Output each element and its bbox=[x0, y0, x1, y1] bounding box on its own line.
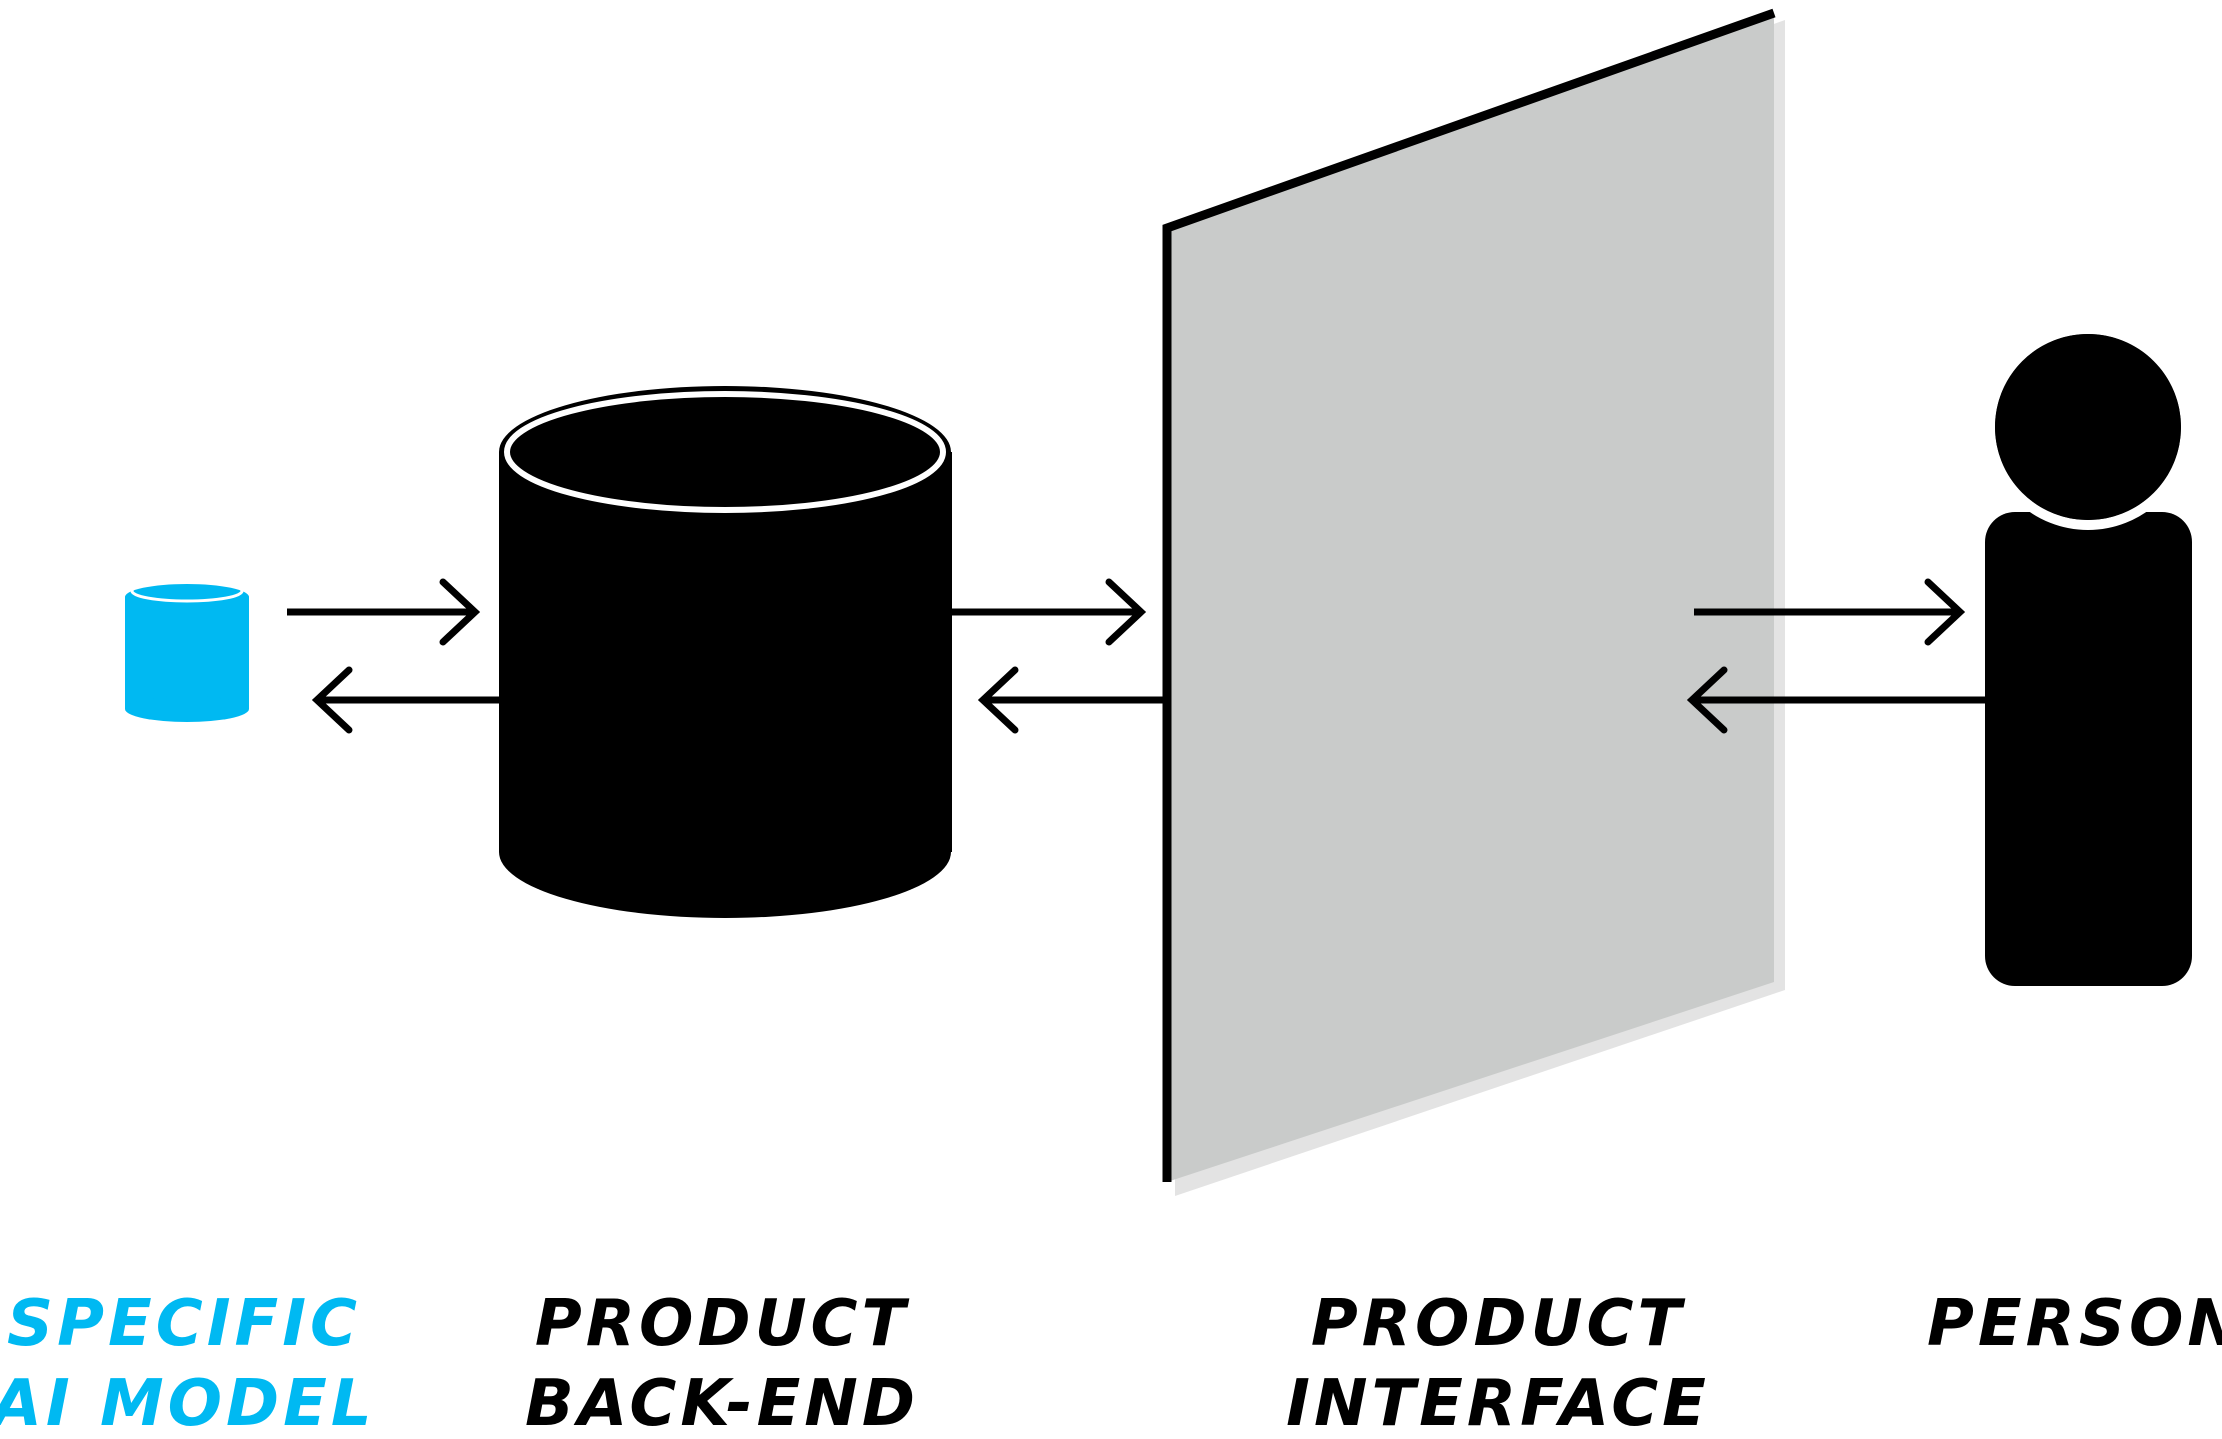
person-icon bbox=[1985, 324, 2192, 986]
label-product-interface-line-2: INTERFACE bbox=[1286, 1367, 1710, 1439]
connection-product-back-end-to-product-interface bbox=[952, 578, 1163, 734]
label-ai-model-line-1: SPECIFIC bbox=[7, 1287, 361, 1361]
large-database-cylinder-icon bbox=[499, 386, 952, 918]
label-product-interface-line-1: PRODUCT bbox=[1311, 1287, 1686, 1361]
label-product-back-end-line-2: BACK-END bbox=[525, 1367, 919, 1439]
label-product-back-end-line-1: PRODUCT bbox=[535, 1287, 910, 1361]
interface-panel-icon bbox=[1162, 8, 1785, 1196]
label-person: PERSON bbox=[1927, 1287, 2222, 1361]
connection-product-interface-to-person bbox=[1686, 578, 1985, 734]
label-ai-model-line-2: AI MODEL bbox=[0, 1367, 376, 1439]
small-database-cylinder-icon bbox=[125, 579, 249, 722]
connection-ai-model-to-product-back-end bbox=[287, 578, 499, 734]
